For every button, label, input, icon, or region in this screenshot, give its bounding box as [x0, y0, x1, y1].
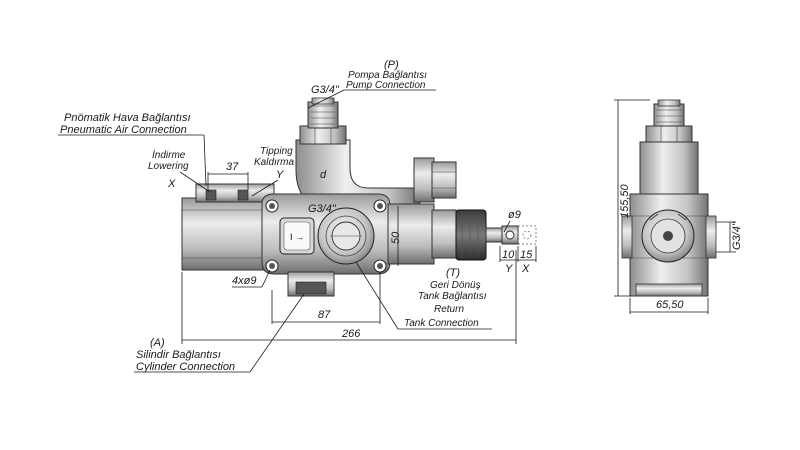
front-view: d I →: [181, 97, 537, 297]
mark-d: d: [320, 169, 327, 181]
mounting-holes: [265, 199, 387, 273]
center-port: [317, 207, 375, 265]
tipping-label-tr: Tipping: [260, 146, 293, 157]
holes-label: 4xø9: [232, 275, 256, 287]
center-thread: G3/4": [308, 203, 337, 215]
lowering-label-en: Lowering: [148, 161, 189, 172]
cylinder-label-tr: Silindir Bağlantısı: [136, 349, 221, 361]
valve-rod: [485, 227, 505, 243]
side-thread: G3/4": [731, 221, 743, 250]
dim-50: 50: [390, 231, 402, 244]
dim-87: 87: [318, 309, 331, 321]
black-seal: [455, 209, 487, 261]
pump-label-en: Pump Connection: [346, 80, 426, 91]
pneumatic-label-en: Pneumatic Air Connection: [60, 124, 187, 136]
tipping-code: Y: [276, 169, 284, 181]
valve-right-body: [387, 203, 435, 265]
end-y: Y: [505, 263, 513, 275]
cylinder-code: (A): [150, 337, 165, 349]
cylinder-label-en: Cylinder Connection: [136, 361, 235, 373]
dim-65: 65,50: [656, 299, 684, 311]
return-code: (T): [446, 267, 460, 279]
lowering-code: X: [167, 178, 176, 190]
side-view: [621, 99, 717, 297]
pump-fitting: [307, 101, 339, 129]
side-neck: [639, 141, 699, 195]
pump-thread: G3/4": [311, 84, 340, 96]
dim-155: 155,50: [619, 183, 631, 218]
dim-37: 37: [226, 161, 239, 173]
return-label-en2: Tank Connection: [404, 318, 479, 329]
tipping-label-en: Kaldırma: [254, 157, 294, 168]
lowering-label-tr: İndirme: [152, 149, 186, 161]
return-label-en1: Return: [434, 304, 464, 315]
elbow-fitting: [413, 157, 435, 203]
side-hex-nut: [645, 125, 693, 143]
elbow-nut: [431, 161, 457, 199]
lever-mark: I →: [290, 232, 304, 242]
pump-label-tr: Pompa Bağlantısı: [348, 70, 427, 81]
pump-hex-nut: [299, 125, 347, 145]
front-view-annotations: (P) Pompa Bağlantısı Pump Connection G3/…: [58, 59, 537, 373]
return-label-tr2: Tank Bağlantısı: [418, 291, 487, 302]
dim-15: 15: [520, 249, 533, 261]
dim-266: 266: [341, 328, 361, 340]
pin-diameter: ø9: [508, 209, 521, 221]
end-x: X: [521, 263, 530, 275]
pump-code: (P): [384, 59, 399, 71]
side-view-annotations: 155,50 65,50 G3/4": [614, 99, 743, 314]
pneumatic-label-tr: Pnömatik Hava Bağlantısı: [64, 112, 191, 124]
rod-yoke-dashed: [517, 225, 537, 245]
dim-10: 10: [502, 249, 515, 261]
nut-section: [431, 209, 457, 259]
return-label-tr1: Geri Dönüş: [430, 280, 481, 291]
